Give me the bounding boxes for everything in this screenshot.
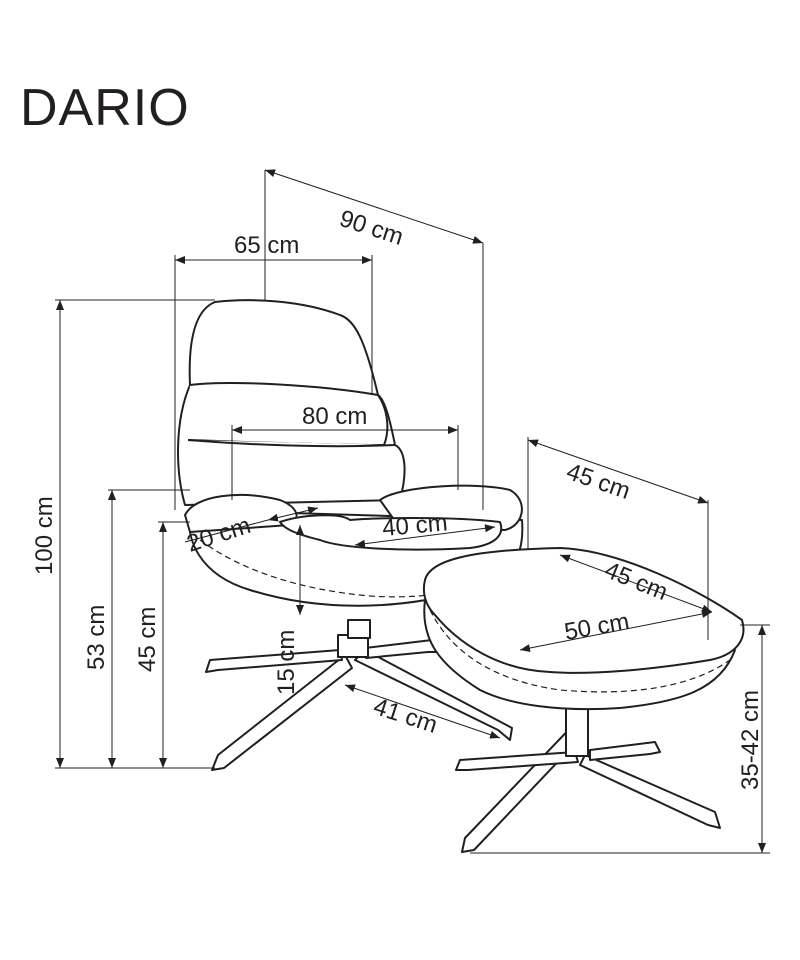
dim-label-65cm: 65 cm bbox=[234, 232, 299, 259]
product-title: DARIO bbox=[20, 79, 190, 137]
dim-label-45cm-seat: 45 cm bbox=[134, 607, 161, 672]
chair-backrest bbox=[177, 299, 406, 506]
dim-label-40cm: 40 cm bbox=[381, 509, 448, 542]
dim-label-15cm: 15 cm bbox=[273, 630, 300, 695]
dim-label-41cm: 41 cm bbox=[370, 693, 441, 739]
dim-label-45cm-ottoman-top: 45 cm bbox=[563, 458, 634, 505]
dim-label-53cm: 53 cm bbox=[83, 605, 110, 670]
dim-label-35-42cm: 35-42 cm bbox=[737, 690, 764, 790]
ottoman bbox=[422, 547, 745, 853]
dim-label-80cm: 80 cm bbox=[302, 403, 367, 430]
dim-label-90cm: 90 cm bbox=[336, 205, 407, 251]
dim-label-100cm: 100 cm bbox=[31, 496, 58, 575]
